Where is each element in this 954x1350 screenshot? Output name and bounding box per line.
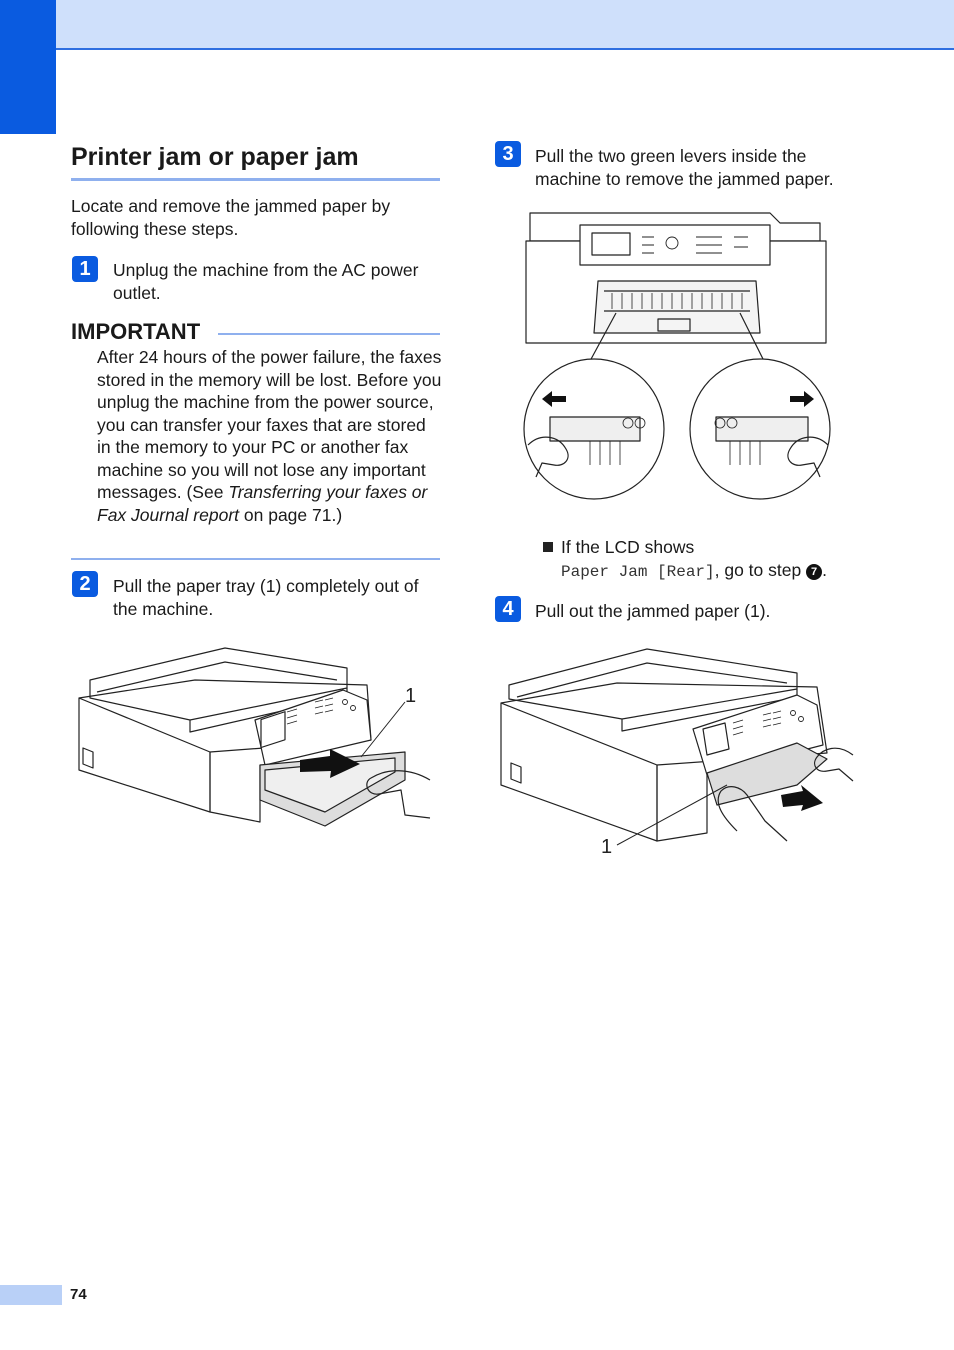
lcd-note-line2: Paper Jam [Rear], go to step 7. <box>561 559 941 584</box>
bullet-marker <box>543 542 553 552</box>
intro-text: Locate and remove the jammed paper by fo… <box>71 196 391 239</box>
title-underline <box>71 178 440 181</box>
chapter-tab <box>0 0 56 134</box>
step-2-badge: 2 <box>72 571 98 597</box>
step-2-text: Pull the paper tray (1) completely out o… <box>113 576 419 619</box>
figure-pull-paper: 1 <box>500 648 854 858</box>
important-text-end: on page 71.) <box>239 504 343 525</box>
lcd-message: Paper Jam [Rear] <box>561 563 715 581</box>
tray-callout-label: 1 <box>405 685 416 707</box>
figure-green-levers <box>523 212 831 500</box>
header-band <box>0 0 954 50</box>
important-end-rule <box>71 558 440 560</box>
paper-callout-label: 1 <box>601 836 612 858</box>
step-1-badge: 1 <box>72 256 98 282</box>
step-3-badge: 3 <box>495 141 521 167</box>
step-4-text: Pull out the jammed paper (1). <box>535 601 771 621</box>
important-xref-link[interactable]: Transferring your faxes or Fax Journal r… <box>97 482 428 525</box>
important-body: After 24 hours of the power failure, the… <box>97 346 442 526</box>
page-number: 74 <box>70 1286 87 1303</box>
step-1-text: Unplug the machine from the AC power out… <box>113 260 419 303</box>
lcd-note-prefix: If the LCD shows <box>561 537 695 557</box>
important-heading: IMPORTANT <box>71 319 201 344</box>
lcd-note: If the LCD shows <box>543 536 923 559</box>
step-ref-badge[interactable]: 7 <box>806 564 823 580</box>
step-4-badge: 4 <box>495 596 521 622</box>
figure-pull-tray: 1 <box>78 647 431 827</box>
lcd-note-suffix: , go to step <box>714 560 802 580</box>
step-3-text: Pull the two green levers inside the mac… <box>535 146 834 189</box>
section-title: Printer jam or paper jam <box>71 143 359 171</box>
lcd-note-end: . <box>822 560 827 580</box>
footer-band <box>0 1285 62 1305</box>
important-text: After 24 hours of the power failure, the… <box>97 347 442 502</box>
important-rule <box>218 333 440 335</box>
